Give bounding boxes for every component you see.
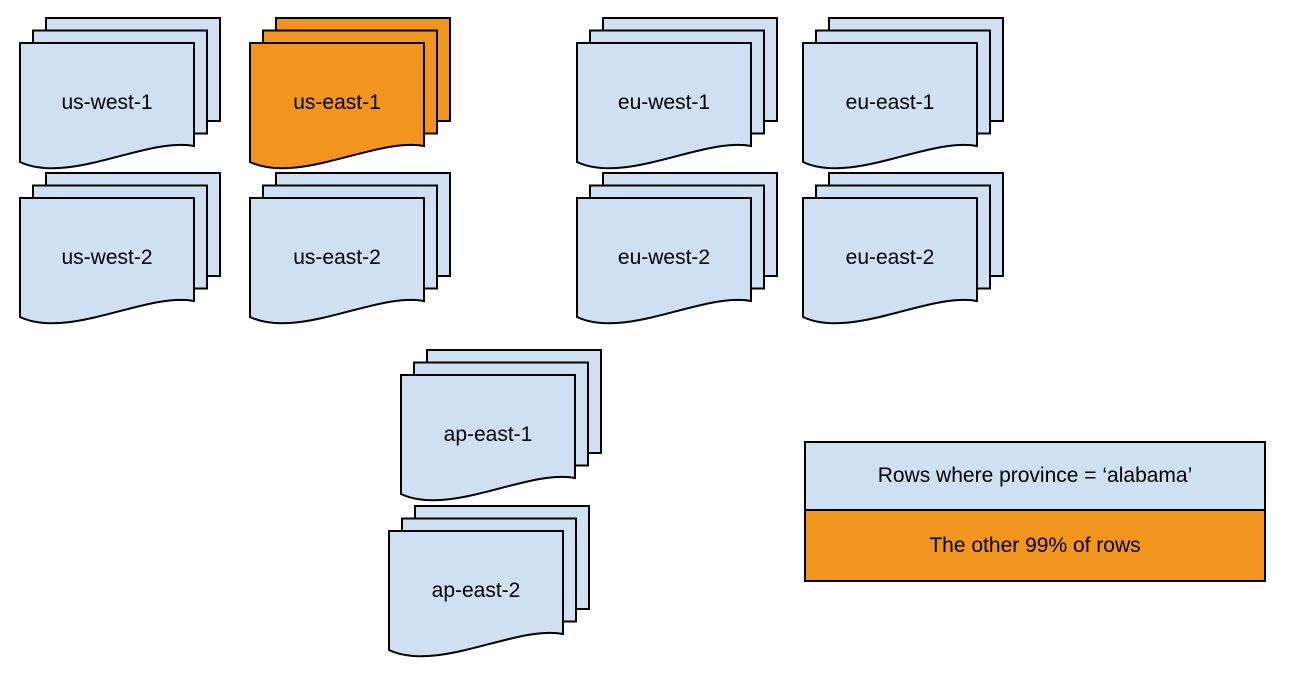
documents-icon <box>576 17 778 170</box>
documents-icon <box>19 17 221 170</box>
region-label: eu-east-1 <box>845 91 935 114</box>
documents-icon <box>19 172 221 325</box>
doc-stack-eu-west-1: eu-west-1 <box>576 17 781 175</box>
documents-icon <box>388 505 590 658</box>
doc-stack-eu-east-2: eu-east-2 <box>802 172 1007 330</box>
region-label: eu-west-2 <box>617 246 711 269</box>
doc-stack-eu-east-1: eu-east-1 <box>802 17 1007 175</box>
documents-icon <box>802 17 1004 170</box>
doc-stack-us-west-1: us-west-1 <box>19 17 224 175</box>
region-label: us-west-1 <box>61 91 153 114</box>
documents-icon <box>576 172 778 325</box>
region-label: us-east-2 <box>293 246 381 269</box>
documents-icon <box>249 172 451 325</box>
legend-row-label: The other 99% of rows <box>929 533 1141 557</box>
legend-row-label: Rows where province = ‘alabama’ <box>877 464 1193 487</box>
legend-row-alabama-rows: Rows where province = ‘alabama’ <box>806 443 1264 509</box>
doc-stack-us-east-1: us-east-1 <box>249 17 454 175</box>
doc-stack-us-west-2: us-west-2 <box>19 172 224 330</box>
region-label: us-west-2 <box>61 246 153 269</box>
region-label: ap-east-1 <box>443 423 533 446</box>
legend-row-other-rows: The other 99% of rows <box>806 509 1264 580</box>
doc-stack-ap-east-1: ap-east-1 <box>400 349 605 507</box>
documents-icon <box>249 17 451 170</box>
doc-stack-us-east-2: us-east-2 <box>249 172 454 330</box>
region-label: us-east-1 <box>293 91 381 114</box>
legend: Rows where province = ‘alabama’ The othe… <box>804 441 1266 582</box>
documents-icon <box>802 172 1004 325</box>
documents-icon <box>400 349 602 502</box>
doc-stack-ap-east-2: ap-east-2 <box>388 505 593 663</box>
doc-stack-eu-west-2: eu-west-2 <box>576 172 781 330</box>
region-label: ap-east-2 <box>431 579 521 602</box>
region-label: eu-west-1 <box>617 91 711 114</box>
region-label: eu-east-2 <box>845 246 935 269</box>
